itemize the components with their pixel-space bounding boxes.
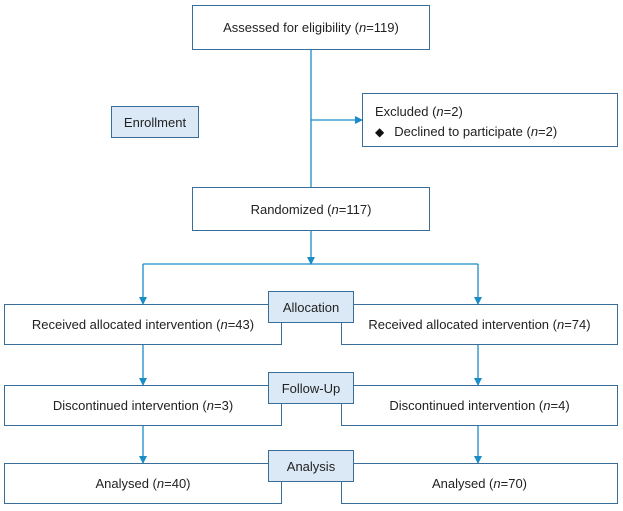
excluded-label: Excluded (n=2) [375, 104, 463, 119]
right-analysed-box: Analysed (n=70) [341, 463, 618, 504]
stage-analysis: Analysis [268, 450, 354, 482]
right-received-label: Received allocated intervention (n=74) [368, 317, 591, 332]
excluded-box: Excluded (n=2) ◆ Declined to participate… [362, 93, 618, 147]
right-analysed-label: Analysed (n=70) [431, 476, 528, 491]
diamond-bullet-icon: ◆ [375, 125, 385, 139]
randomized-label: Randomized (n=117) [250, 201, 372, 217]
right-received-box: Received allocated intervention (n=74) [341, 304, 618, 345]
stage-follow-up: Follow-Up [268, 372, 354, 404]
left-received-label: Received allocated intervention (n=43) [31, 317, 255, 332]
left-analysed-label: Analysed (n=40) [95, 476, 191, 491]
right-discontinued-label: Discontinued intervention (n=4) [389, 398, 570, 413]
left-discontinued-label: Discontinued intervention (n=3) [52, 398, 234, 413]
assessed-box: Assessed for eligibility (n=119) [192, 5, 430, 50]
stage-allocation: Allocation [268, 291, 354, 323]
left-received-box: Received allocated intervention (n=43) [4, 304, 282, 345]
left-analysed-box: Analysed (n=40) [4, 463, 282, 504]
assessed-label: Assessed for eligibility (n=119) [223, 20, 399, 35]
right-discontinued-box: Discontinued intervention (n=4) [341, 385, 618, 426]
left-discontinued-box: Discontinued intervention (n=3) [4, 385, 282, 426]
excluded-bullet: ◆ Declined to participate (n=2) [375, 122, 557, 142]
randomized-box: Randomized (n=117) [192, 187, 430, 231]
stage-enrollment: Enrollment [111, 106, 199, 138]
